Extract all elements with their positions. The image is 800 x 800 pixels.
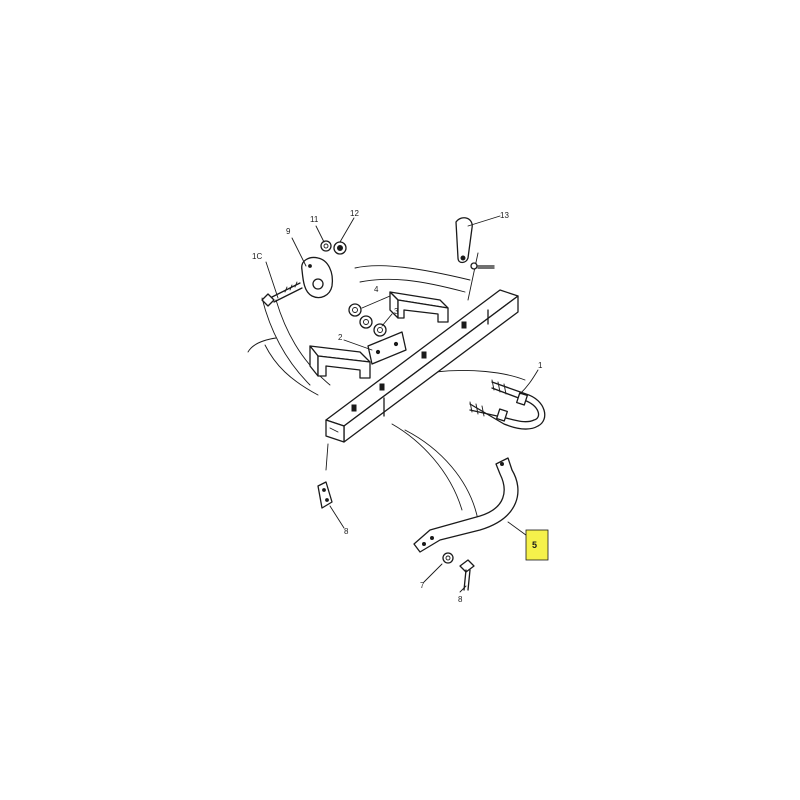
- highlight-box[interactable]: [525, 529, 549, 561]
- callout-9: 9: [286, 227, 291, 236]
- spacer-plate: [367, 331, 407, 365]
- callout-8-left: 8: [344, 527, 349, 536]
- leader-lines: [265, 215, 539, 593]
- callout-labels: 1C 9 11 12 13 4 3 2 1 8 7 8: [252, 209, 543, 604]
- lower-mount-bracket: [309, 345, 371, 379]
- callout-2: 2: [338, 333, 343, 342]
- u-bolt: [469, 379, 546, 430]
- lever-bracket: [455, 217, 495, 270]
- callout-13: 13: [500, 211, 509, 220]
- highlighted-callout[interactable]: 5: [525, 529, 549, 561]
- callout-5: 5: [532, 540, 537, 550]
- callout-12: 12: [350, 209, 359, 218]
- vehicle-frame-outline: [247, 252, 526, 521]
- callout-7: 7: [420, 581, 425, 590]
- callout-1: 1: [538, 361, 543, 370]
- callout-11: 11: [310, 215, 319, 224]
- hex-bolt-upper: [261, 281, 303, 307]
- upper-mount-bracket: [389, 291, 449, 323]
- washer-and-nut: [320, 240, 347, 255]
- callout-3: 3: [394, 307, 399, 316]
- callout-4: 4: [374, 285, 379, 294]
- callout-8-bottom: 8: [458, 595, 463, 604]
- retaining-clip: [317, 443, 333, 509]
- nut-set: [348, 303, 387, 337]
- callout-10: 1C: [252, 252, 262, 261]
- eye-plate: [301, 256, 334, 299]
- lower-hardware: [442, 552, 475, 591]
- curved-strap: [413, 457, 519, 553]
- cross-member: [325, 289, 519, 443]
